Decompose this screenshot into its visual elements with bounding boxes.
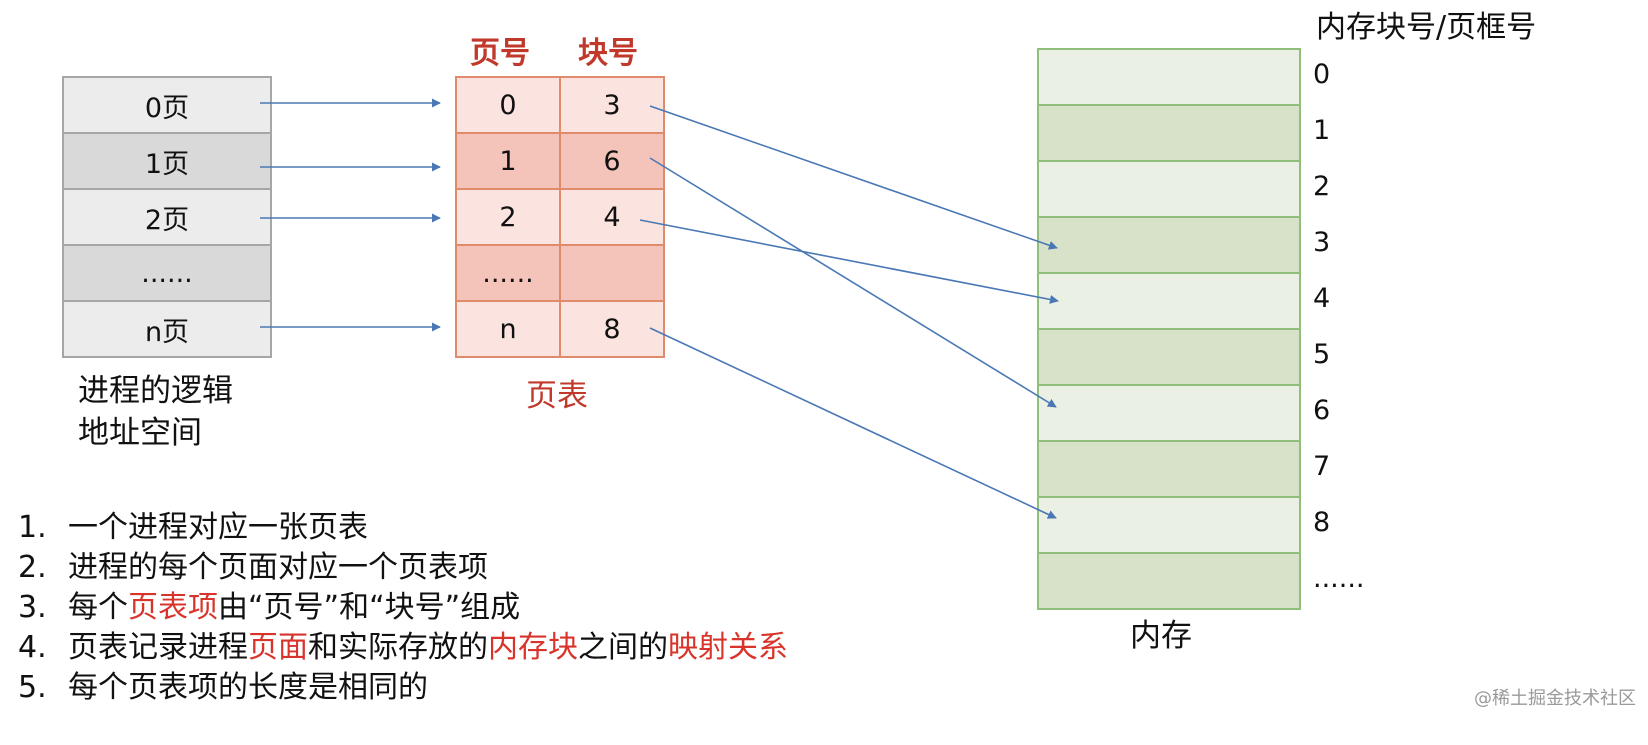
note-number: 5. [18, 670, 47, 705]
note-number: 2. [18, 550, 47, 585]
logical-space-caption-line1: 进程的逻辑 [78, 373, 233, 409]
note-number: 3. [18, 590, 47, 625]
note-text: 进程的每个页面对应一个页表项 [68, 550, 488, 585]
memory-block-number-title: 内存块号/页框号 [1316, 10, 1537, 45]
page-table-caption: 页表 [526, 378, 588, 414]
note-highlight: 映射关系 [668, 630, 788, 665]
block-number-cell: 4 [559, 190, 663, 244]
page-table: 0 3 1 6 2 4 ...... n 8 [455, 76, 665, 358]
memory-block-more [1039, 554, 1299, 608]
memory-index-0: 0 [1313, 59, 1331, 90]
memory-index-2: 2 [1313, 171, 1331, 202]
memory-index-5: 5 [1313, 339, 1331, 370]
logical-space-caption-line2: 地址空间 [78, 415, 202, 451]
logical-page-1: 1页 [64, 134, 270, 190]
note-text: 每个 [68, 590, 128, 625]
note-item: 3. 每个页表项由“页号”和“块号”组成 [18, 588, 788, 628]
memory-block-1 [1039, 106, 1299, 162]
memory-block-2 [1039, 162, 1299, 218]
logical-space-caption: 进程的逻辑 地址空间 [78, 370, 233, 454]
logical-page-ellipsis: ...... [64, 246, 270, 302]
memory-index-7: 7 [1313, 451, 1331, 482]
memory-index-4: 4 [1313, 283, 1331, 314]
block-number-cell: 3 [559, 78, 663, 132]
logical-address-space: 0页 1页 2页 ...... n页 [62, 76, 272, 358]
note-text: 由“页号”和“块号”组成 [218, 590, 521, 625]
memory-index-ellipsis: ...... [1313, 563, 1365, 594]
note-item: 4. 页表记录进程页面和实际存放的内存块之间的映射关系 [18, 628, 788, 668]
page-table-row: n 8 [457, 302, 663, 356]
page-table-row: 2 4 [457, 190, 663, 246]
page-number-cell: 0 [457, 78, 559, 132]
logical-page-2: 2页 [64, 190, 270, 246]
note-number: 4. [18, 630, 47, 665]
memory-block-3 [1039, 218, 1299, 274]
note-text: 之间的 [578, 630, 668, 665]
page-table-row: 0 3 [457, 78, 663, 134]
page-number-cell: 1 [457, 134, 559, 188]
memory-index-1: 1 [1313, 115, 1331, 146]
memory-index-3: 3 [1313, 227, 1331, 258]
note-highlight: 页表项 [128, 590, 218, 625]
memory [1037, 48, 1301, 610]
arrow-block6-to-memory [649, 157, 1057, 408]
memory-block-8 [1039, 498, 1299, 554]
arrow-block3-to-memory [649, 105, 1058, 250]
page-table-row: ...... [457, 246, 663, 302]
memory-caption: 内存 [1130, 618, 1192, 654]
memory-index-8: 8 [1313, 507, 1331, 538]
note-item: 5. 每个页表项的长度是相同的 [18, 668, 788, 708]
note-text: 一个进程对应一张页表 [68, 510, 368, 545]
block-number-header: 块号 [578, 36, 638, 71]
notes-list: 1. 一个进程对应一张页表 2. 进程的每个页面对应一个页表项 3. 每个页表项由“页号”… [18, 508, 788, 708]
note-item: 2. 进程的每个页面对应一个页表项 [18, 548, 788, 588]
note-highlight: 页面 [248, 630, 308, 665]
page-number-cell: 2 [457, 190, 559, 244]
memory-block-0 [1039, 50, 1299, 106]
logical-page-0: 0页 [64, 78, 270, 134]
note-highlight: 内存块 [488, 630, 578, 665]
note-text: 页表记录进程 [68, 630, 248, 665]
block-number-cell: 8 [559, 302, 663, 356]
page-number-header: 页号 [470, 36, 530, 71]
page-number-cell: ...... [457, 246, 559, 300]
note-text: 每个页表项的长度是相同的 [68, 670, 428, 705]
block-number-cell [559, 246, 663, 300]
note-text: 和实际存放的 [308, 630, 488, 665]
memory-block-6 [1039, 386, 1299, 442]
memory-index-6: 6 [1313, 395, 1331, 426]
memory-block-5 [1039, 330, 1299, 386]
watermark: @稀土掘金技术社区 [1474, 688, 1636, 709]
logical-page-n: n页 [64, 302, 270, 356]
block-number-cell: 6 [559, 134, 663, 188]
page-table-row: 1 6 [457, 134, 663, 190]
arrow-block4-to-memory [639, 219, 1059, 304]
memory-block-4 [1039, 274, 1299, 330]
arrow-block8-to-memory [649, 327, 1057, 519]
page-number-cell: n [457, 302, 559, 356]
note-item: 1. 一个进程对应一张页表 [18, 508, 788, 548]
note-number: 1. [18, 510, 47, 545]
memory-block-7 [1039, 442, 1299, 498]
